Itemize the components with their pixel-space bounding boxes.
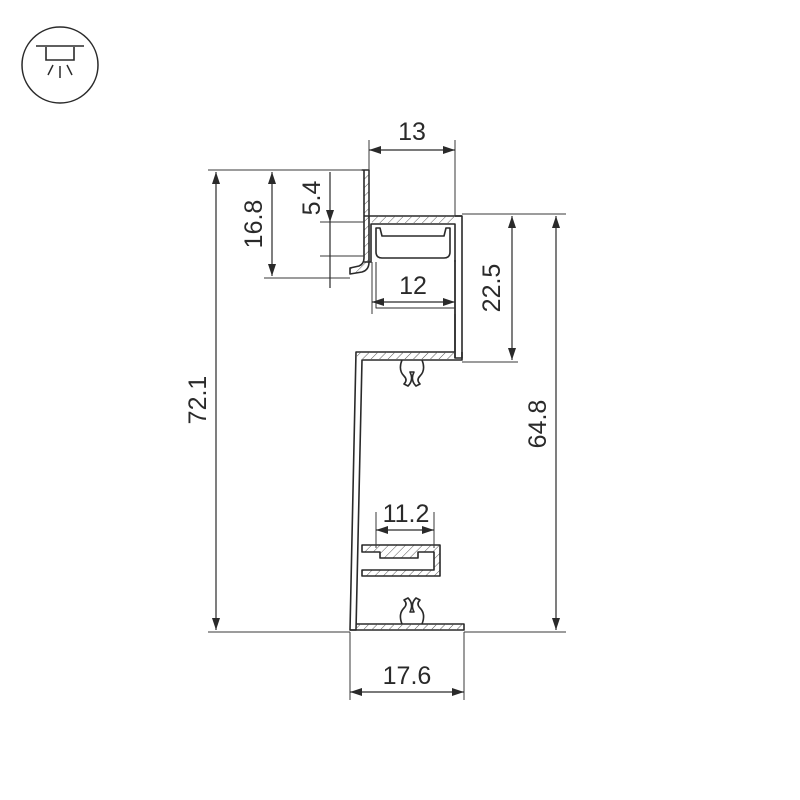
dim-upper-channel-height: 22.5 — [478, 264, 506, 313]
dim-top-width: 13 — [398, 118, 426, 146]
ceiling-downlight-icon — [21, 26, 99, 104]
dim-left-height: 16.8 — [240, 200, 268, 249]
mid-bracket — [361, 544, 441, 577]
left-lip — [349, 169, 370, 275]
dimension-labels: 13 16.8 5.4 12 22.5 72.1 64.8 11.2 17.6 — [184, 118, 552, 690]
dim-clip-width: 11.2 — [383, 500, 430, 528]
extension-lines — [208, 140, 566, 700]
strip-channel — [375, 227, 451, 259]
dim-right-height: 64.8 — [524, 400, 552, 449]
lower-clip — [399, 597, 425, 625]
profile-section — [349, 169, 465, 631]
body-outline — [349, 351, 463, 631]
dim-inner-width: 12 — [399, 272, 427, 300]
dim-total-height: 72.1 — [184, 376, 212, 425]
dimension-lines — [212, 146, 560, 696]
dim-bottom-width: 17.6 — [383, 662, 432, 690]
dim-lip-height: 5.4 — [298, 181, 326, 216]
upper-clip — [399, 359, 425, 387]
